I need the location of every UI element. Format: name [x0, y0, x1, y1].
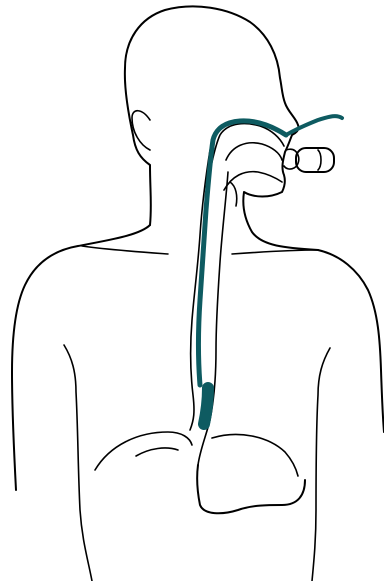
right-shoulder-outline — [318, 250, 384, 432]
left-arm-inner — [64, 345, 92, 581]
left-clavicle — [82, 246, 168, 254]
epiglottis-contour — [230, 182, 237, 206]
left-lung-lower — [136, 448, 178, 456]
diaphragm-outline — [95, 432, 192, 470]
right-arm-inner — [312, 348, 330, 581]
diaphragm-right — [212, 434, 298, 476]
nasal-cup — [296, 148, 334, 172]
ng-tube-tip — [204, 388, 208, 424]
stomach-outline — [197, 465, 305, 513]
palate-contour — [226, 143, 282, 160]
neck-left-outline — [12, 225, 150, 490]
tongue-contour — [224, 172, 282, 190]
right-clavicle — [232, 250, 318, 254]
